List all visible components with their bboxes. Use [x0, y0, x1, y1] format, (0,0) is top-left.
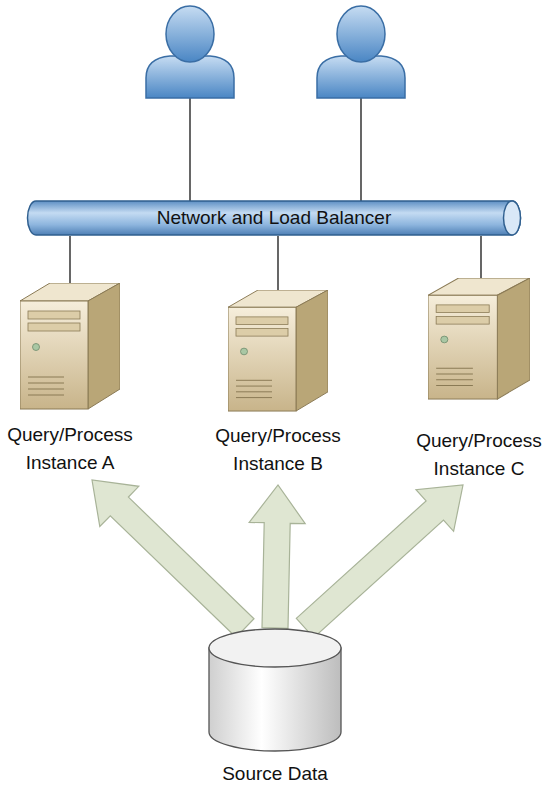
icon-holder	[208, 628, 342, 752]
instance-label: Query/Process Instance A	[0, 421, 150, 477]
network-link	[69, 236, 70, 283]
instance-label: Query/Process Instance C	[399, 427, 551, 483]
user-link	[189, 98, 190, 201]
instance-label: Query/Process Instance B	[198, 422, 358, 478]
icon-holder	[20, 283, 120, 410]
user-icon	[146, 6, 234, 98]
data-flow-arrow	[249, 485, 305, 628]
data-flow-arrow	[92, 480, 254, 637]
user-link	[360, 98, 361, 201]
server-icon	[20, 283, 120, 410]
icon-holder	[428, 278, 530, 400]
database-cylinder	[208, 628, 342, 752]
network-link	[480, 236, 481, 278]
store-label: Source Data	[195, 760, 355, 788]
network-bar: Network and Load Balancer	[18, 200, 530, 236]
server-node: Query/Process Instance C	[409, 278, 549, 485]
data-flow-arrow	[296, 485, 463, 638]
server-node: Query/Process Instance B	[208, 290, 348, 485]
icon-holder	[228, 290, 328, 412]
server-icon	[428, 278, 530, 400]
data-store: Source Data	[195, 628, 355, 788]
server-icon	[228, 290, 328, 412]
user-icon	[317, 6, 405, 98]
server-node: Query/Process Instance A	[0, 283, 140, 480]
network-link	[277, 236, 278, 290]
network-label: Network and Load Balancer	[18, 200, 530, 236]
